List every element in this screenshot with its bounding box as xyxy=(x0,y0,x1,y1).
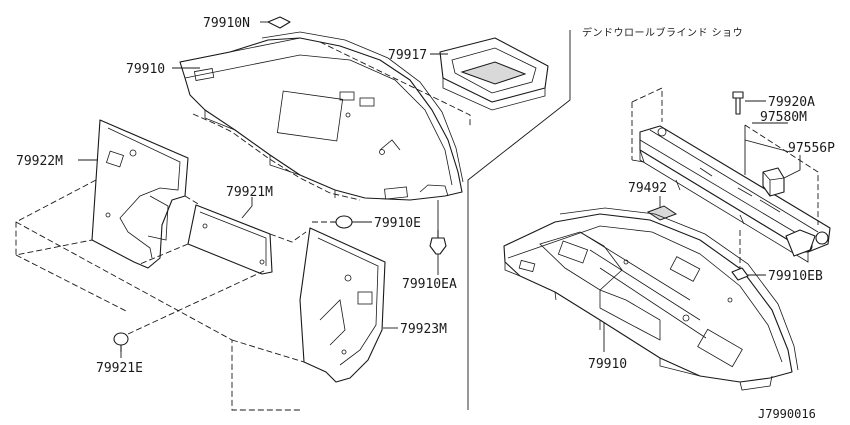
parcel-shelf-right xyxy=(503,207,799,391)
label-97556P: 97556P xyxy=(788,141,835,156)
label-79910EB: 79910EB xyxy=(768,269,823,284)
panel-79921M xyxy=(187,204,273,275)
clip-79921E xyxy=(113,332,129,352)
motor-97556P xyxy=(762,167,785,197)
label-79921E: 79921E xyxy=(96,361,143,376)
section-divider xyxy=(467,30,571,410)
clip-79910E xyxy=(332,215,353,229)
label-97580M: 97580M xyxy=(760,110,807,125)
diagram-code: J7990016 xyxy=(758,407,816,421)
side-panel-79922M xyxy=(91,119,189,269)
tray-79917 xyxy=(439,37,549,111)
label-79921M: 79921M xyxy=(226,185,273,200)
label-79920A: 79920A xyxy=(768,95,815,110)
label-79923M: 79923M xyxy=(400,322,447,337)
label-79910EA: 79910EA xyxy=(402,277,457,292)
roller-blind-97580M xyxy=(631,125,831,263)
label-79922M: 79922M xyxy=(16,154,63,169)
pad-79492 xyxy=(646,205,678,221)
clip-79910EB xyxy=(731,267,749,281)
bolt-79920A xyxy=(732,91,744,115)
label-79917: 79917 xyxy=(388,48,427,63)
parcel-shelf-left xyxy=(179,31,464,201)
pad-79910N xyxy=(267,16,291,29)
clip-79910EA xyxy=(429,230,447,255)
label-79910E: 79910E xyxy=(374,216,421,231)
side-panel-79923M xyxy=(299,227,386,383)
label-79910-right: 79910 xyxy=(588,357,627,372)
label-79910-left: 79910 xyxy=(126,62,165,77)
label-79910N: 79910N xyxy=(203,16,250,31)
section-title: デンドウロールブラインド ショウ xyxy=(582,26,743,39)
label-79492: 79492 xyxy=(628,181,667,196)
